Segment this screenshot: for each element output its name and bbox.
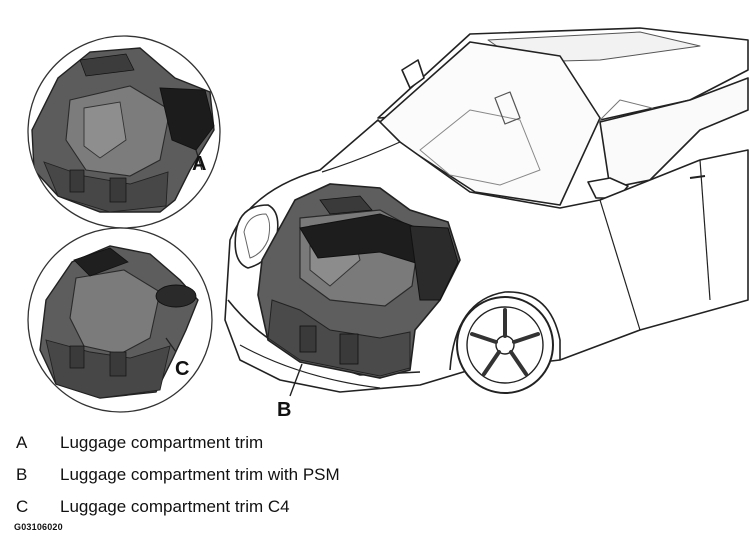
legend-key: C xyxy=(16,497,29,516)
legend-key: A xyxy=(16,433,28,452)
callout-a-label: A xyxy=(192,153,206,175)
legend-item-b: B Luggage compartment trim with PSM xyxy=(14,460,734,492)
callout-b-label: B xyxy=(277,399,291,420)
legend-text: Luggage compartment trim C4 xyxy=(60,497,290,516)
legend-key: B xyxy=(16,465,28,484)
legend: A Luggage compartment trim B Luggage com… xyxy=(14,428,734,524)
callout-a-leader xyxy=(195,149,203,171)
figure-code: G03106020 xyxy=(14,522,63,532)
callout-c-leader xyxy=(165,337,177,353)
callout-b-leader xyxy=(289,363,303,397)
luggage-trim-psm-part xyxy=(257,183,461,379)
legend-text: Luggage compartment trim xyxy=(60,433,264,452)
legend-item-a: A Luggage compartment trim xyxy=(14,428,734,460)
callout-c-label: C xyxy=(175,358,189,380)
inset-a xyxy=(27,35,221,229)
legend-text: Luggage compartment trim with PSM xyxy=(60,465,340,484)
inset-c xyxy=(27,227,213,413)
legend-item-c: C Luggage compartment trim C4 xyxy=(14,492,734,524)
exploded-diagram: B A C xyxy=(27,27,749,420)
